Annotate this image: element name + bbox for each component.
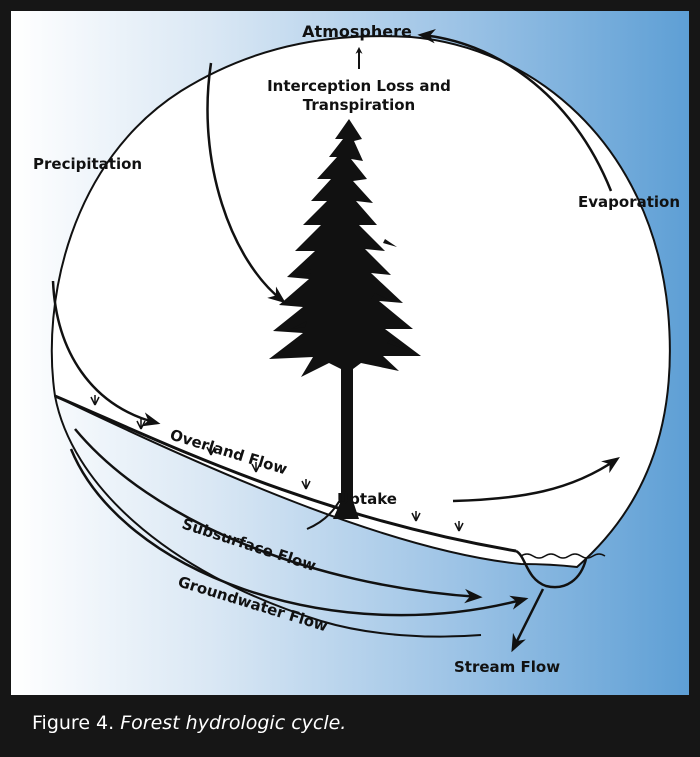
subsurface-flow-arrow bbox=[74, 428, 483, 604]
uptake-label: Uptake bbox=[337, 490, 397, 508]
ground-surface-line bbox=[54, 394, 517, 553]
evaporation-arrow bbox=[452, 456, 620, 503]
atmosphere-label: Atmosphere bbox=[302, 22, 412, 41]
precipitation-arrow-to-tree bbox=[206, 62, 286, 304]
groundwater-flow-arrow bbox=[69, 448, 529, 617]
figure-caption: Figure 4. Forest hydrologic cycle. bbox=[32, 708, 346, 738]
stream-water bbox=[520, 553, 606, 559]
figure-description: Forest hydrologic cycle. bbox=[120, 712, 347, 734]
interception-label-line2: Transpiration bbox=[303, 96, 415, 114]
groundwater-flow-label: Groundwater Flow bbox=[176, 573, 330, 636]
grass-tufts bbox=[90, 395, 464, 532]
interception-label-line1: Interception Loss and bbox=[267, 77, 451, 95]
lower-circle-arc bbox=[54, 395, 482, 638]
subsurface-flow-label: Subsurface Flow bbox=[180, 515, 319, 575]
caption-bar bbox=[11, 695, 689, 746]
evaporation-label: Evaporation bbox=[578, 193, 680, 211]
precipitation-label: Precipitation bbox=[33, 155, 142, 173]
uptake-arrow bbox=[306, 490, 346, 530]
hydrologic-cycle-diagram: Atmosphere Interception Loss and Transpi… bbox=[33, 22, 680, 676]
stream-flow-arrow bbox=[511, 588, 545, 653]
figure-number: Figure 4. bbox=[32, 712, 115, 734]
diagram-panel: Atmosphere Interception Loss and Transpi… bbox=[11, 11, 689, 695]
precipitation-arrow-to-ground bbox=[51, 280, 161, 427]
tree-icon bbox=[269, 119, 421, 519]
stream-channel bbox=[515, 549, 588, 589]
evaporation-arc-arrow bbox=[417, 29, 613, 192]
stream-flow-label: Stream Flow bbox=[454, 658, 560, 676]
